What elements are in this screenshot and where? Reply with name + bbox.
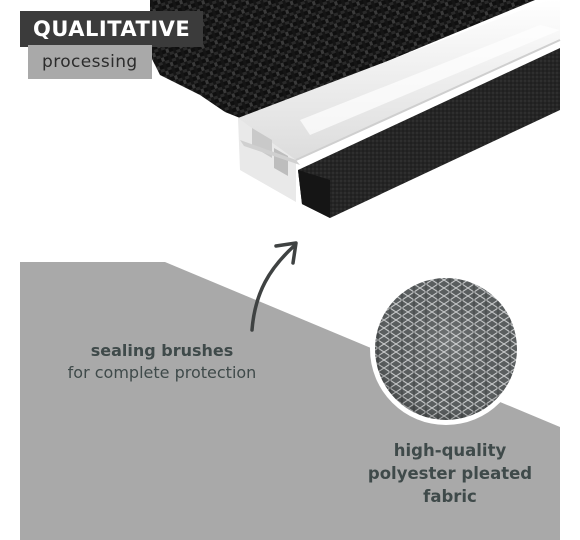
background-panel-shape [20,262,560,540]
curved-arrow-icon [250,241,298,332]
header-title: QUALITATIVE [20,11,204,47]
header-subtitle: processing [28,45,152,79]
fabric-caption: high-quality polyester pleated fabric [350,439,550,508]
frame-profile [238,0,561,202]
fabric-line-1: high-quality [393,441,507,460]
sealing-brushes-caption: sealing brushes for complete protection [52,340,272,384]
sealing-title: sealing brushes [90,341,234,360]
sealing-brush [298,48,560,218]
fabric-closeup-circle [370,273,522,425]
fabric-line-2: polyester pleated [367,464,533,483]
sealing-description: for complete protection [67,363,257,382]
fabric-line-3: fabric [423,487,477,506]
mesh-fabric [150,0,535,120]
